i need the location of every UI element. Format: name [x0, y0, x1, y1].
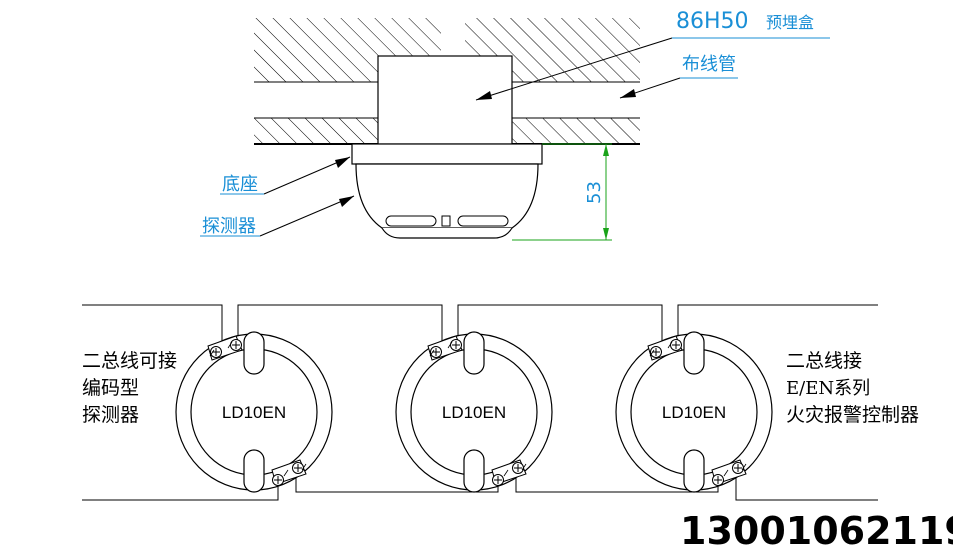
- mount-slot-bottom: [463, 449, 485, 493]
- terminal-screw-top-right: [670, 339, 682, 351]
- box-label-text: 预埋盒: [766, 13, 814, 32]
- dim-value: 53: [584, 181, 605, 204]
- dim-arrow-bottom: [603, 228, 609, 240]
- detector-model-label: LD10EN: [222, 403, 286, 422]
- terminal-screw-top-right: [230, 339, 242, 351]
- bus-top-out: [677, 304, 878, 344]
- height-dimension: 53: [512, 143, 612, 241]
- detector-3: LD10EN: [615, 331, 773, 493]
- terminal-screw-bottom-left: [272, 474, 284, 486]
- right-note-line-1: 二总线接: [786, 350, 862, 372]
- box-label-code: 86H50: [676, 9, 749, 34]
- bus-top-1-2: [237, 304, 443, 344]
- terminal-hatch-top: [649, 341, 673, 357]
- bus-top-in: [82, 304, 223, 344]
- detector-side-view: [351, 143, 543, 239]
- detector-model-label: LD10EN: [662, 403, 726, 422]
- base-label: 底座: [222, 174, 258, 195]
- terminal-hatch-bottom: [723, 463, 747, 477]
- ceiling-section: [254, 16, 640, 145]
- phone-number: 13001062119: [680, 509, 953, 553]
- bus-lines: [82, 304, 878, 501]
- conduit-label: 布线管: [682, 54, 736, 75]
- terminal-screw-top-left: [210, 346, 222, 358]
- dim-arrow-top: [603, 144, 609, 156]
- terminal-screw-top-left: [650, 346, 662, 358]
- right-note-line-2: E/EN系列: [786, 378, 870, 399]
- detector-2: LD10EN: [395, 331, 553, 493]
- bus-top-2-3: [457, 304, 663, 344]
- leader-box: [475, 37, 673, 101]
- terminal-hatch-bottom: [283, 463, 307, 477]
- install-labels: 86H50 预埋盒 布线管 底座 探测器: [202, 9, 814, 237]
- left-note-line-2: 编码型: [82, 377, 139, 399]
- conduit-gap: [441, 16, 465, 56]
- terminal-screw-bottom-right: [732, 462, 744, 474]
- leader-base: [263, 156, 351, 195]
- detectors-group: LD10EN LD10EN LD10EN: [175, 331, 773, 493]
- detector-bottom: [381, 227, 513, 239]
- right-note-line-3: 火灾报警控制器: [786, 404, 919, 426]
- embedded-box: [377, 55, 513, 145]
- terminal-screw-top-left: [430, 346, 442, 358]
- bus-bottom-in: [82, 486, 279, 501]
- bus-bottom-1-2: [295, 478, 499, 493]
- mount-slot-top: [683, 331, 705, 375]
- bus-bottom-out: [735, 478, 878, 501]
- detector-label: 探测器: [202, 216, 256, 237]
- leader-box-arrow: [476, 91, 492, 100]
- detector-model-label: LD10EN: [442, 403, 506, 422]
- leader-base-arrow: [335, 157, 350, 168]
- leaders: [200, 37, 830, 237]
- terminal-screw-top-right: [450, 339, 462, 351]
- terminal-screw-bottom-right: [512, 462, 524, 474]
- vent-slot-right: [457, 215, 509, 227]
- mount-slot-top: [463, 331, 485, 375]
- leader-detector-arrow: [339, 196, 354, 207]
- base-plate: [351, 143, 543, 165]
- mount-slot-top: [243, 331, 265, 375]
- left-note-line-3: 探测器: [82, 404, 139, 426]
- wiring-notes: 二总线可接 编码型 探测器 二总线接 E/EN系列 火灾报警控制器: [82, 350, 919, 426]
- bus-bottom-2-3: [515, 478, 719, 493]
- leader-conduit-arrow: [620, 89, 636, 98]
- terminal-screw-bottom-left: [492, 474, 504, 486]
- led-window: [441, 215, 451, 227]
- terminal-hatch-top: [429, 341, 453, 357]
- mount-slot-bottom: [683, 449, 705, 493]
- terminal-screw-bottom-left: [712, 474, 724, 486]
- leader-detector: [259, 195, 355, 237]
- terminal-screw-bottom-right: [292, 462, 304, 474]
- terminal-hatch-top: [209, 341, 233, 357]
- mount-slot-bottom: [243, 449, 265, 493]
- left-note-line-1: 二总线可接: [82, 350, 177, 372]
- terminal-hatch-bottom: [503, 463, 527, 477]
- detector-1: LD10EN: [175, 331, 333, 493]
- vent-slot-left: [385, 215, 437, 227]
